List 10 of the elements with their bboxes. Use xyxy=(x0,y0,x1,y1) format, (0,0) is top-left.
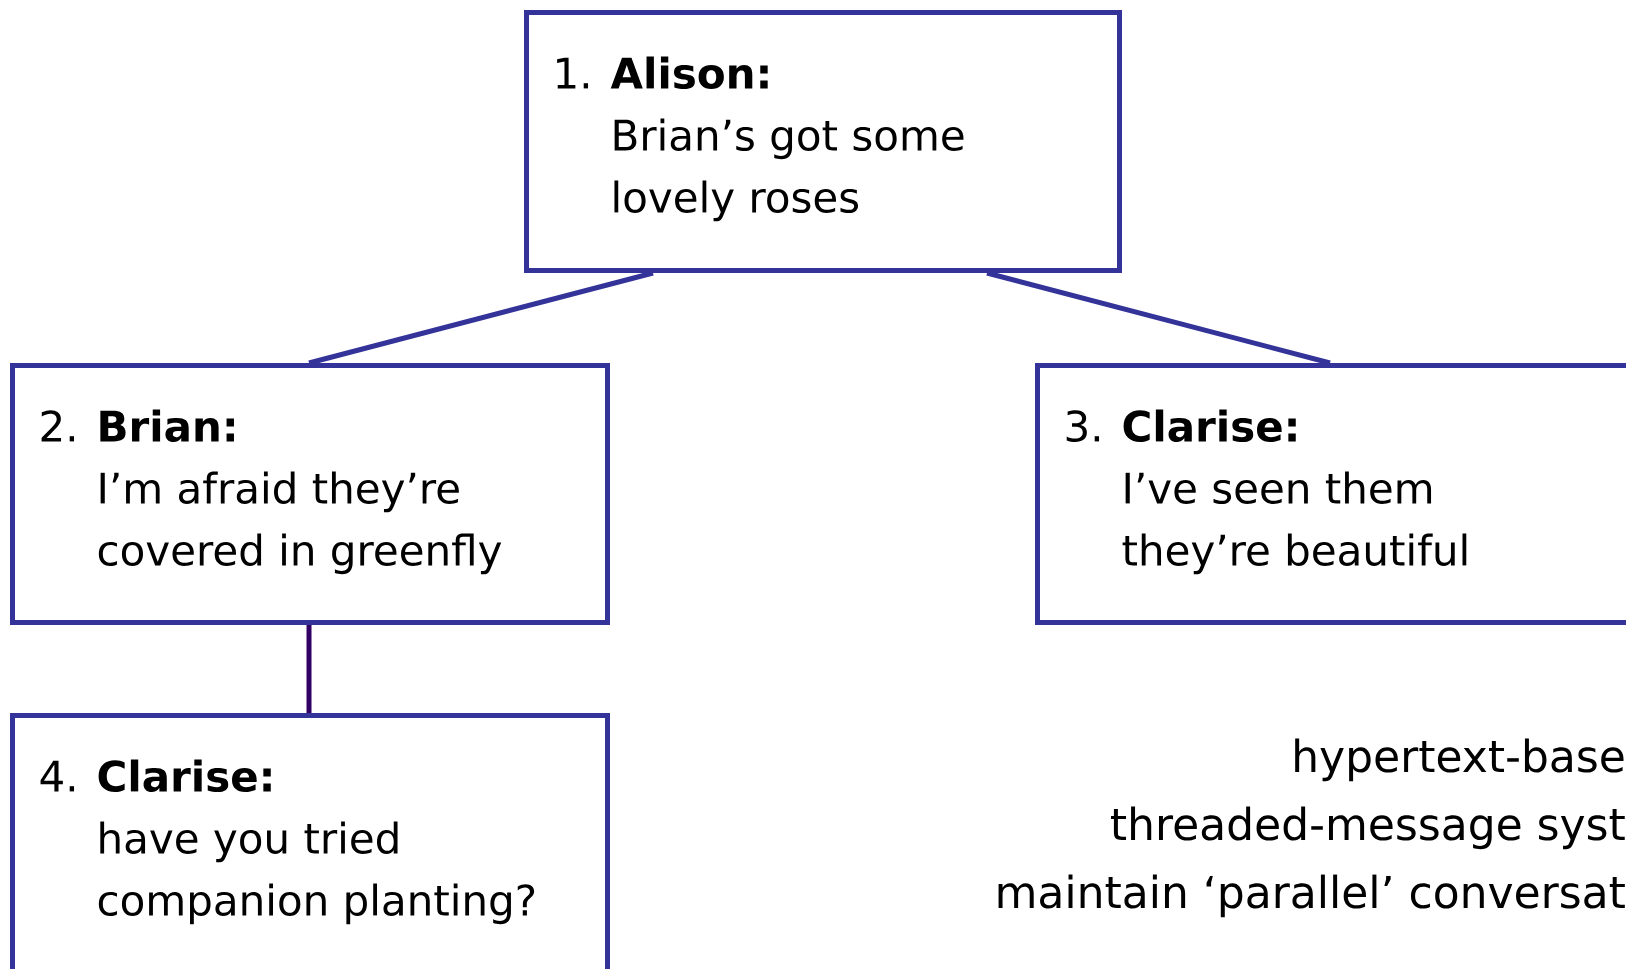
caption-text: hypertext-base xyxy=(1295,738,1624,782)
connector-line xyxy=(986,270,1331,366)
message-box: 4. Clarise: have you tried companion planting? xyxy=(10,713,610,969)
message-box: 1. Alison: Brian’s got some lovely roses xyxy=(524,10,1122,273)
connector-line xyxy=(306,625,312,713)
message-box: 2. Brian: I’m afraid they’re covered in greenfly xyxy=(10,363,610,625)
caption-text: threaded-message syst xyxy=(1111,806,1625,850)
caption-text: maintain ‘parallel’ conversat xyxy=(998,874,1625,918)
connector-line xyxy=(308,270,654,366)
message-box: 3. Clarise: I’ve seen them they’re beautiful xyxy=(1035,363,1626,625)
